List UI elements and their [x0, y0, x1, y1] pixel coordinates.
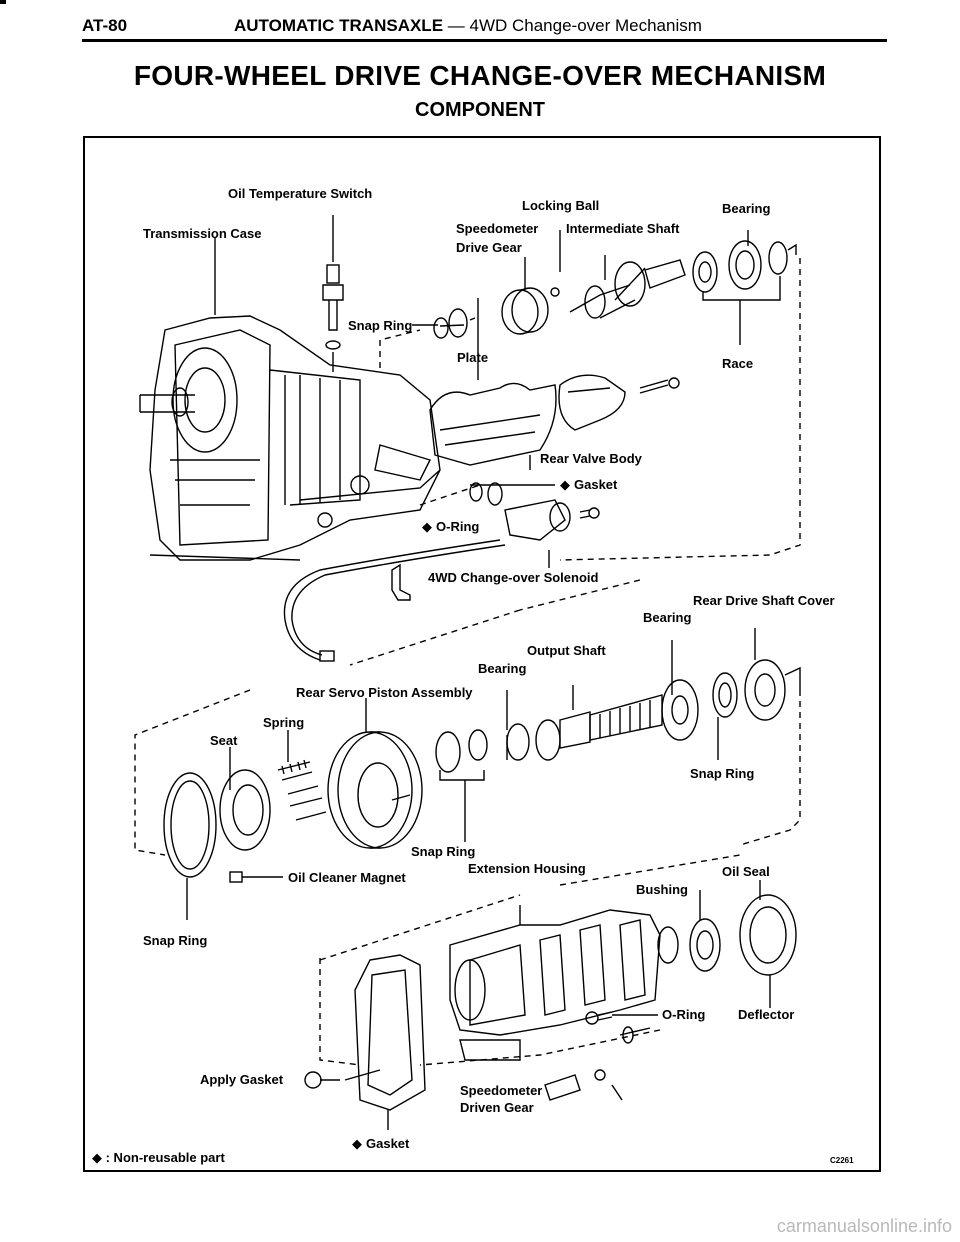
label-gasket-bottom-text: Gasket [366, 1136, 410, 1151]
watermark: carmanualsonline.info [776, 1216, 952, 1236]
legend-non-reusable: ◆ : Non-reusable part [92, 1150, 225, 1165]
section-title: COMPONENT [415, 99, 545, 121]
non-reusable-mark: ◆ [422, 519, 432, 534]
label-speedometer-drive-gear-1: Speedometer [456, 221, 538, 236]
label-race: Race [722, 356, 753, 371]
label-gasket-bottom: ◆ Gasket [352, 1136, 410, 1151]
label-rear-drive-shaft-cover: Rear Drive Shaft Cover [693, 593, 835, 608]
label-bushing: Bushing [636, 882, 688, 897]
label-plate: Plate [457, 350, 488, 365]
label-gasket-mid-text: Gasket [574, 477, 618, 492]
label-bearing-output: Bearing [478, 661, 526, 676]
page-number: AT-80 [82, 16, 128, 35]
figure-code: C2261 [830, 1156, 854, 1165]
label-oil-temperature-switch: Oil Temperature Switch [228, 186, 372, 201]
label-snap-ring-top: Snap Ring [348, 318, 412, 333]
label-locking-ball: Locking Ball [522, 198, 599, 213]
page-title: FOUR-WHEEL DRIVE CHANGE-OVER MECHANISM [133, 60, 827, 91]
solenoid-drawing [283, 482, 600, 662]
gasket-drawing [354, 954, 426, 1111]
label-oil-seal: Oil Seal [722, 864, 770, 879]
header-title-bold: AUTOMATIC TRANSAXLE [234, 16, 444, 35]
extension-housing-drawing [449, 909, 661, 1061]
transmission-case-drawing [139, 315, 441, 561]
header-title-rest: 4WD Change-over Mechanism [469, 16, 702, 35]
oil-temperature-switch-drawing [322, 215, 344, 372]
label-spring: Spring [263, 715, 304, 730]
magnet-drawing [229, 871, 243, 883]
label-o-ring-low: O-Ring [662, 1007, 705, 1022]
non-reusable-mark: ◆ [352, 1136, 362, 1151]
label-speedometer-driven-gear-2: Driven Gear [460, 1100, 534, 1115]
spring-drawing [277, 759, 327, 821]
seat-drawing [219, 769, 271, 851]
header-title: AUTOMATIC TRANSAXLE — 4WD Change-over Me… [234, 16, 702, 36]
label-snap-ring-left: Snap Ring [143, 933, 207, 948]
label-speedometer-driven-gear-1: Speedometer [460, 1083, 542, 1098]
page-corner-mark [0, 0, 6, 4]
label-snap-ring-mid: Snap Ring [411, 844, 475, 859]
label-transmission-case: Transmission Case [143, 226, 262, 241]
intermediate-shaft-drawing [433, 240, 797, 339]
label-apply-gasket: Apply Gasket [200, 1072, 284, 1087]
rear-valve-body-drawing [429, 374, 680, 466]
rear-servo-piston-drawing [327, 731, 423, 849]
label-oil-cleaner-magnet: Oil Cleaner Magnet [288, 870, 406, 885]
label-solenoid: 4WD Change-over Solenoid [428, 570, 599, 585]
label-deflector: Deflector [738, 1007, 794, 1022]
header-title-separator: — [443, 16, 470, 35]
label-snap-ring-right: Snap Ring [690, 766, 754, 781]
label-gasket-mid: ◆ Gasket [560, 477, 618, 492]
label-o-ring-mid: ◆ O-Ring [422, 519, 479, 534]
label-extension-housing: Extension Housing [468, 861, 586, 876]
label-output-shaft: Output Shaft [527, 643, 606, 658]
label-o-ring-mid-text: O-Ring [436, 519, 479, 534]
snap-ring-drawing [163, 772, 217, 878]
figure-frame [83, 136, 881, 1172]
label-bearing-cover: Bearing [643, 610, 691, 625]
page-header: AT-80 AUTOMATIC TRANSAXLE — 4WD Change-o… [82, 16, 887, 38]
label-intermediate-shaft: Intermediate Shaft [566, 221, 680, 236]
oil-seal-bushing-deflector-drawing [657, 880, 797, 1008]
label-rear-servo-piston: Rear Servo Piston Assembly [296, 685, 473, 700]
header-rule [82, 39, 887, 42]
output-shaft-drawing [435, 659, 801, 781]
label-rear-valve-body: Rear Valve Body [540, 451, 643, 466]
label-speedometer-drive-gear-2: Drive Gear [456, 240, 522, 255]
non-reusable-mark: ◆ [560, 477, 570, 492]
label-seat: Seat [210, 733, 238, 748]
label-bearing-top: Bearing [722, 201, 770, 216]
